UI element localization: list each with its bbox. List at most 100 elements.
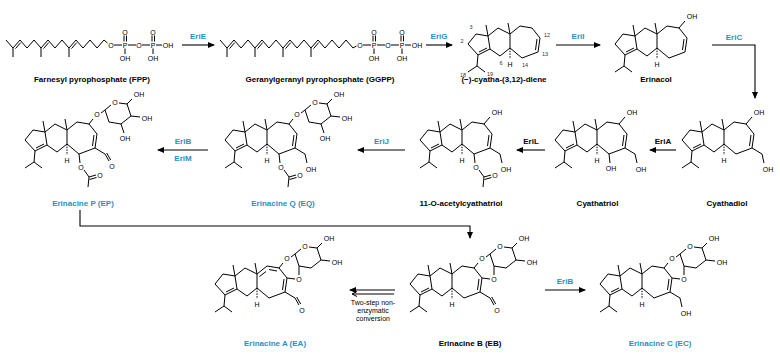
reaction-arrow xyxy=(545,289,585,290)
reaction-arrow xyxy=(358,149,405,150)
atom-label: OH xyxy=(627,109,638,116)
atom-label: H xyxy=(264,157,269,164)
atom-label: OH xyxy=(369,55,380,62)
atom-number: 13 xyxy=(542,52,548,58)
atom-number: 2 xyxy=(460,39,463,45)
compound-name: Erinacine P (EP) xyxy=(52,200,114,209)
compound-name: Erinacine C (EC) xyxy=(629,340,692,349)
atom-label: OH xyxy=(519,235,530,242)
compound-node: Erinacine Q (EQ) xyxy=(208,98,358,210)
structure-line xyxy=(225,119,297,168)
atom-label: H xyxy=(507,61,512,68)
atom-label: P xyxy=(123,42,128,49)
reaction-arrow xyxy=(182,44,214,45)
enzyme-label: EriJ xyxy=(374,138,389,146)
ggpp-structure xyxy=(220,35,411,57)
atom-label: O xyxy=(371,29,376,36)
reaction-arrow xyxy=(712,45,755,98)
atom-label: O xyxy=(357,42,362,49)
compound-name: Cyathatriol xyxy=(577,200,619,209)
atom-label: O xyxy=(497,243,502,250)
atom-label: O xyxy=(385,42,390,49)
atom-label: H xyxy=(64,157,69,164)
atom-label: O xyxy=(294,111,299,118)
enzyme-label: EriE xyxy=(190,33,206,41)
atom-label: O xyxy=(278,164,283,171)
structure-line xyxy=(279,99,340,187)
compound-name: 11-O-acetylcyathatriol xyxy=(419,200,502,209)
enzyme-label: EriM xyxy=(174,155,191,163)
compound-node: Erinacine B (EB) xyxy=(395,238,545,350)
compound-name: Cyathadiol xyxy=(707,200,748,209)
atom-label: OH xyxy=(681,310,692,317)
compound-name: Geranylgeranyl pyrophosphate (GGPP) xyxy=(246,76,395,85)
compound-name: (−)-cyatha-(3,12)-diene xyxy=(461,76,546,85)
atom-label: O xyxy=(112,99,117,106)
atom-label: O xyxy=(312,99,317,106)
cyathadiene-structure xyxy=(468,23,540,72)
structure-line xyxy=(25,119,97,168)
atom-label: OH xyxy=(636,166,647,173)
atom-label: H xyxy=(654,61,659,68)
atom-label: O xyxy=(473,164,478,171)
compound-node: (−)-cyatha-(3,12)-diene xyxy=(452,4,556,86)
reaction-arrow xyxy=(556,44,600,45)
atom-number: 19 xyxy=(487,72,493,78)
atom-label: OH xyxy=(527,259,538,266)
atom-label: OH xyxy=(606,165,617,172)
enzyme-label: EriB xyxy=(175,138,191,146)
enzyme-label: EriL xyxy=(523,138,539,146)
atom-label: O xyxy=(491,276,496,283)
atom-label: OH xyxy=(334,91,345,98)
structure-line xyxy=(260,243,331,305)
atom-label: O xyxy=(296,276,301,283)
atom-label: H xyxy=(449,301,454,308)
compound-name: Farnesyl pyrophosphate (FPP) xyxy=(34,76,150,85)
structure-line xyxy=(6,35,162,57)
atom-label: O xyxy=(479,255,484,262)
atom-number: 6 xyxy=(499,61,502,67)
atom-label: O xyxy=(302,243,307,250)
compound-name: Erinacine Q (EQ) xyxy=(251,200,315,209)
atom-label: OH xyxy=(324,235,335,242)
atom-label: OH xyxy=(397,55,408,62)
erinacine-p-structure xyxy=(25,99,140,187)
structure-line xyxy=(609,117,637,163)
enzyme-label: EriI xyxy=(572,33,585,41)
atom-label: H xyxy=(721,157,726,164)
atom-label: OH xyxy=(120,55,131,62)
atom-label: O xyxy=(669,255,674,262)
atom-label: OH xyxy=(342,115,353,122)
compound-name: Erinacol xyxy=(640,76,672,85)
atom-label: O xyxy=(494,307,499,314)
structure-line xyxy=(746,117,764,163)
conversion-note: Two-step non-enzymatic conversion xyxy=(349,299,397,323)
atom-label: O xyxy=(299,307,304,314)
cyathatriol-structure xyxy=(555,117,637,168)
atom-label: O xyxy=(681,276,686,283)
structure-line xyxy=(410,263,482,312)
atom-number: 3 xyxy=(469,25,472,31)
compound-node: Erinacine A (EA) xyxy=(200,238,350,350)
erinacine-b-structure xyxy=(410,243,525,312)
atom-label: O xyxy=(136,42,141,49)
atom-label: O xyxy=(297,172,302,179)
atom-label: OH xyxy=(717,259,728,266)
atom-label: H xyxy=(594,157,599,164)
compound-name: Erinacine B (EB) xyxy=(439,340,502,349)
reaction-arrow xyxy=(80,210,470,238)
atom-label: O xyxy=(150,29,155,36)
compound-name: Erinacine A (EA) xyxy=(244,340,306,349)
structure-line xyxy=(664,243,715,307)
atom-label: O xyxy=(122,29,127,36)
erinacol-structure xyxy=(615,21,687,72)
atom-label: OH xyxy=(501,166,512,173)
atom-label: H xyxy=(639,301,644,308)
acetylcyathatriol-structure xyxy=(420,117,502,187)
erinacine-c-structure xyxy=(600,243,715,312)
atom-label: O xyxy=(97,172,102,179)
reaction-arrow xyxy=(350,289,395,290)
atom-label: OH xyxy=(134,91,145,98)
atom-label: OH xyxy=(412,42,423,49)
